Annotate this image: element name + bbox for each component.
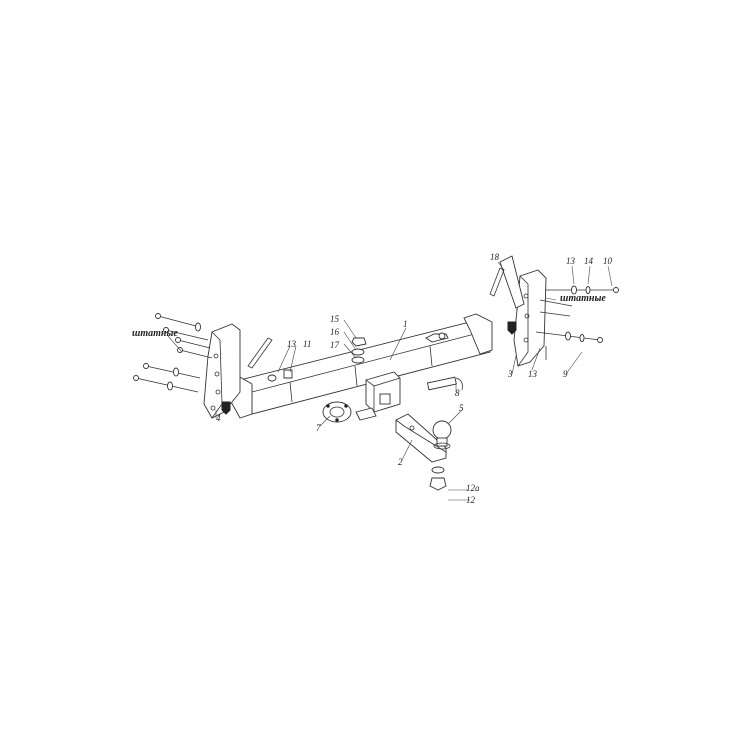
hitch-pin	[426, 376, 463, 391]
right-bolts	[535, 285, 619, 360]
callout-1: 1	[403, 319, 408, 329]
socket-plate	[322, 401, 352, 423]
callout-10: 10	[603, 256, 612, 266]
ball-mount	[395, 413, 447, 463]
callout-8: 8	[455, 388, 460, 398]
leader-lines	[167, 261, 613, 501]
callout-12a: 12а	[466, 483, 480, 493]
callout-13-right-top: 13	[566, 256, 575, 266]
callout-4: 4	[216, 413, 221, 423]
right-bracket	[499, 255, 547, 367]
callout-18: 18	[490, 252, 499, 262]
cross-beam	[227, 313, 493, 419]
callout-2: 2	[398, 457, 403, 467]
note-stock-left: штатные	[132, 328, 178, 339]
callout-11: 11	[303, 339, 312, 349]
callout-7: 7	[316, 423, 321, 433]
callout-9: 9	[563, 369, 568, 379]
right-clip	[489, 267, 505, 297]
callout-14: 14	[584, 256, 593, 266]
top-fasteners	[351, 332, 449, 364]
left-bracket	[203, 323, 241, 419]
hitch-receiver	[355, 371, 401, 421]
callout-3: 3	[508, 369, 513, 379]
left-bolts	[133, 313, 213, 393]
callout-16: 16	[330, 327, 339, 337]
callout-12: 12	[466, 495, 475, 505]
callout-17: 17	[330, 340, 339, 350]
tow-ball	[432, 420, 452, 450]
note-stock-right: штатные	[560, 293, 606, 304]
callout-5: 5	[459, 403, 464, 413]
callout-13-left: 13	[287, 339, 296, 349]
callout-13-right-bottom: 13	[528, 369, 537, 379]
callout-15: 15	[330, 314, 339, 324]
ball-nut	[429, 466, 447, 491]
